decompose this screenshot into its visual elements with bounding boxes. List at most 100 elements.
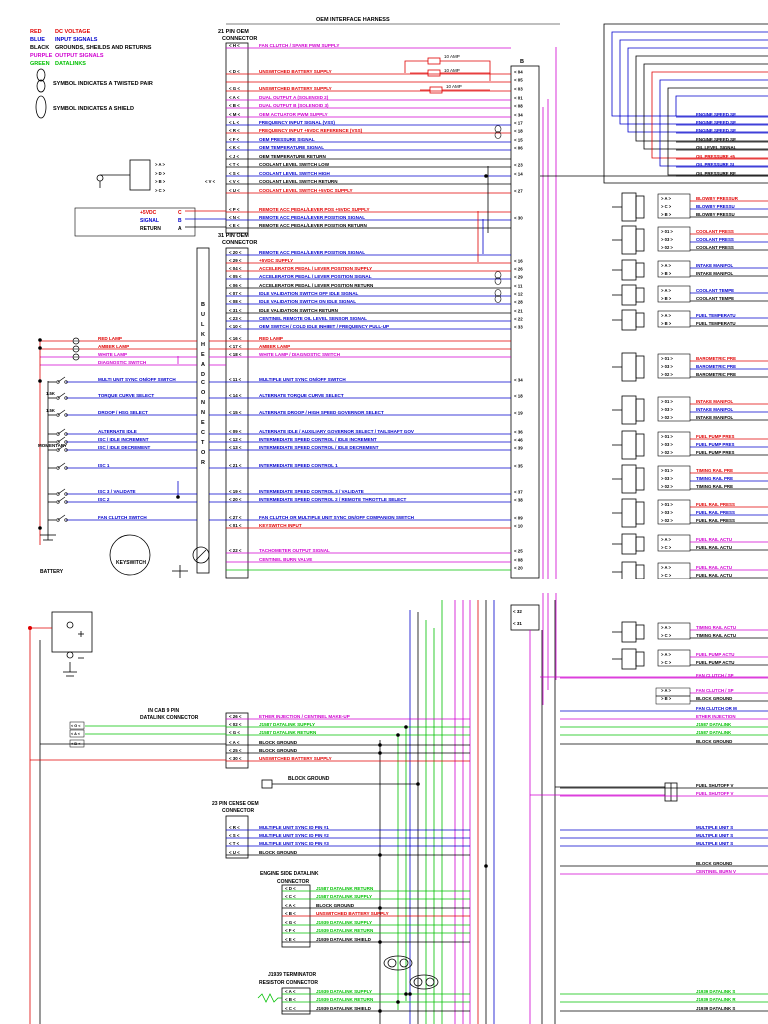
sensor-label: FUEL RAIL PRESS: [696, 502, 735, 507]
switch-label: ISC / IDLE DECREMENT: [98, 445, 151, 450]
wire-label: TACHOMETER OUTPUT SIGNAL: [259, 548, 330, 553]
legend-red-name: RED: [30, 29, 42, 35]
pin-label: < 26 <: [229, 714, 242, 719]
rpin-label: < 08: [514, 558, 523, 563]
right-pin: > B >: [661, 696, 672, 701]
bulkhead-letter: K: [201, 332, 205, 338]
wire-label: REMOTE ACC PEDAL/LEVER POSITION RETURN: [259, 223, 367, 228]
pin-label: < K <: [229, 145, 240, 150]
junction: [378, 940, 382, 944]
wire-label: J1939 DATALINK SHIELD: [316, 937, 372, 942]
c23-title-1: 23 PIN CENSE OEM: [212, 801, 259, 807]
sensor-pin: > A >: [155, 162, 165, 167]
pin-label: < R <: [229, 825, 240, 830]
junction: [378, 853, 382, 857]
pin-label: < V <: [229, 179, 240, 184]
connector-letter: N: [201, 400, 205, 406]
sensor-pin: > 02 >: [661, 450, 673, 455]
sensor-label: COOLANT PRESS: [696, 237, 734, 242]
rpin-label: < 33: [514, 325, 523, 330]
rpin-label: < 34: [514, 113, 523, 118]
battery-label: BATTERY: [40, 569, 64, 575]
sensor-label: TIMING RAIL PRE: [696, 468, 733, 473]
rpin-32: < 32: [513, 609, 522, 614]
wire-label: J1587 DATALINK RETURN: [316, 886, 374, 891]
page-gap: [0, 579, 768, 593]
bulkhead-letter: E: [201, 352, 205, 358]
junction: [396, 1000, 400, 1004]
harness-title: OEM INTERFACE HARNESS: [316, 17, 390, 23]
bulkhead-body: [196, 247, 210, 574]
resistor-icon: [257, 993, 282, 1003]
wire-label: AMBER LAMP: [259, 344, 290, 349]
wire-label: COOLANT LEVEL SWITCH LOW: [259, 162, 330, 167]
wire-label: OEM PRESSURE SIGNAL: [259, 137, 315, 142]
pin-label: < 12 <: [229, 437, 242, 442]
connector-letter: N: [201, 410, 205, 416]
c21-title-2: CONNECTOR: [222, 36, 257, 42]
connector-letter: R: [201, 460, 205, 466]
lamp-label: RED LAMP: [98, 336, 122, 341]
wire-label: FAN CLUTCH / SPARE PWM SUPPLY: [259, 43, 339, 48]
sensor-pin: > 03 >: [661, 476, 673, 481]
fuses: 10 AMP 10 AMP 10 AMP: [404, 54, 491, 94]
incab-datalink-rows: < 26 < ETHER INJECTION / CENTINEL MAKE-UP…: [226, 714, 470, 762]
lamp-label: DIAGNOSTIC SWITCH: [98, 360, 147, 365]
sensor-label: INTAKE MANIFOL: [696, 263, 734, 268]
switch-icon: [56, 488, 68, 496]
rpin-label: < 46: [514, 438, 523, 443]
legend-green-desc: DATALINKS: [55, 61, 86, 67]
pin-label: < 19 <: [229, 489, 242, 494]
right-bottom-labels: FAN CLUTCH / SP> A >FAN CLUTCH / SP> B >…: [560, 673, 768, 1012]
incab-left-pin: < A <: [71, 732, 81, 736]
pin-label: < 15 <: [229, 410, 242, 415]
right-label: BLOCK GROUND: [696, 739, 732, 744]
wire-label: UNSWITCHED BATTERY SUPPLY: [259, 756, 332, 761]
pin-label: < A <: [229, 95, 240, 100]
junction: [378, 1009, 382, 1013]
pin-label: < A <: [285, 903, 296, 908]
sensor-pin: > C >: [661, 660, 672, 665]
sensor-label: COOLANT PRESS: [696, 229, 734, 234]
pin-label: < F <: [229, 137, 240, 142]
pin-label: < 18 <: [229, 352, 242, 357]
sensor-label: COOLANT TEMPE: [696, 288, 734, 293]
switch-label: MULTI UNIT SYNC ON/OFF SWITCH: [98, 377, 176, 382]
sensor-pin: > 01 >: [661, 356, 673, 361]
sensor-label: BAROMETRIC PRE: [696, 364, 736, 369]
wire-label: OEM ACTUATOR PWM SUPPLY: [259, 112, 328, 117]
lamp-label: WHITE LAMP: [98, 352, 127, 357]
wire-label: J1587 DATALINK RETURN: [259, 730, 317, 735]
wire-label: INTERMEDIATE SPEED CONTROL / IDLE DECREM…: [259, 445, 379, 450]
wire-label: CENTINEL BURN VALVE: [259, 557, 312, 562]
wire-label: MULTIPLE UNIT SYNC ID PIN #1: [259, 825, 329, 830]
sensor-label: FUEL RAIL PRESS: [696, 518, 735, 523]
connector-b-lower: [510, 604, 540, 631]
rpin-label: < 34: [514, 378, 523, 383]
legend-green-name: GREEN: [30, 61, 50, 67]
pin-label: < 07 <: [229, 291, 242, 296]
wire-label: ETHER INJECTION / CENTINEL MAKE-UP: [259, 714, 350, 719]
incab-connector-body: [225, 712, 249, 769]
sensor-label: FUEL PUMP PRES: [696, 434, 734, 439]
incab-title-1: IN CAB 9 PIN: [148, 708, 180, 714]
rpin-label: < 14: [514, 172, 523, 177]
wire-label: IDLE VALIDATION SWITCH OFF IDLE SIGNAL: [259, 291, 359, 296]
rpin-label: < 27: [514, 189, 523, 194]
wire-label: COOLANT LEVEL SWITCH HIGH: [259, 171, 331, 176]
remote-sig-1: +5VDC: [140, 210, 157, 216]
c31-title-1: 31 PIN OEM: [218, 233, 249, 239]
rpin-label: < 06: [514, 146, 523, 151]
b-label: B: [520, 59, 524, 65]
right-label: J1939 DATALINK S: [696, 1006, 735, 1011]
wire-label: RED LAMP: [259, 336, 283, 341]
wire-label: FREQUENCY INPUT +5VDC REFERENCE (VSS): [259, 128, 363, 133]
junction: [378, 751, 382, 755]
right-label: FUEL SHUTOFF V: [696, 783, 733, 788]
wire-label: J1939 DATALINK SUPPLY: [316, 920, 372, 925]
shield-icons: [383, 955, 439, 990]
engine-sensors: > A >BLOWBY PRESSUR> C >BLOWBY PRESSU> B…: [612, 192, 768, 670]
fuel-shutoff-valve: [664, 782, 678, 802]
wire-label: ACCELERATOR PEDAL / LEVER POSITION RETUR…: [259, 283, 374, 288]
pin-label: < 02 <: [229, 722, 242, 727]
